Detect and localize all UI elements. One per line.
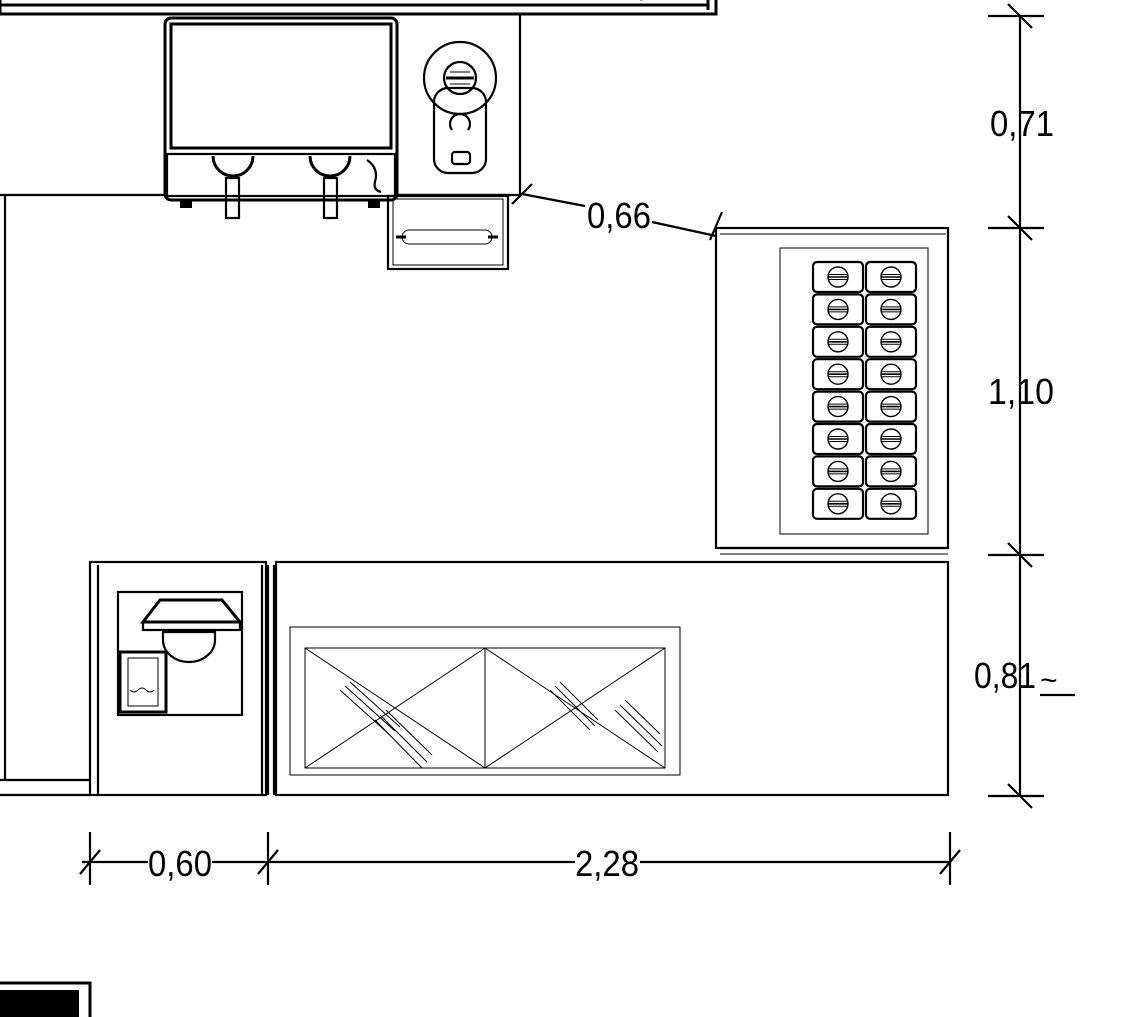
burner bbox=[864, 390, 918, 423]
dimension-label-right-bottom-suffix: ~ bbox=[1040, 664, 1058, 697]
top-wall-cabinet bbox=[0, 0, 718, 16]
dimension-label-diagonal: 0,66 bbox=[587, 195, 651, 236]
sink-cabinet bbox=[88, 560, 276, 797]
back-counter bbox=[0, 14, 522, 797]
burner bbox=[811, 293, 865, 326]
burner bbox=[864, 358, 918, 391]
coffee-machine bbox=[422, 40, 498, 175]
burner bbox=[811, 455, 865, 488]
griddle-cooktop bbox=[714, 226, 950, 550]
dimension-label-bottom-right: 2,28 bbox=[575, 843, 639, 884]
burner bbox=[811, 487, 865, 520]
dimension-label-right-middle: 1,10 bbox=[988, 371, 1054, 412]
burner bbox=[864, 293, 918, 326]
dimension-label-right-bottom: 0,81 bbox=[974, 655, 1036, 696]
dimension-lines bbox=[79, 3, 1075, 885]
dispenser-nozzle-right bbox=[308, 155, 352, 220]
burner bbox=[864, 487, 918, 520]
burner bbox=[864, 325, 918, 358]
burner bbox=[811, 325, 865, 358]
dimension-label-right-top: 0,71 bbox=[990, 103, 1054, 144]
burner bbox=[811, 422, 865, 456]
burner bbox=[864, 455, 918, 488]
burner-grid bbox=[811, 260, 918, 520]
burner bbox=[864, 422, 918, 456]
burner bbox=[811, 390, 865, 423]
beverage-dispenser bbox=[163, 16, 399, 220]
burner bbox=[811, 260, 865, 294]
drawer-unit bbox=[386, 194, 510, 271]
dispenser-nozzle-left bbox=[211, 155, 255, 220]
dimension-label-bottom-left: 0,60 bbox=[148, 843, 212, 884]
burner bbox=[864, 260, 918, 294]
front-counter bbox=[274, 546, 950, 797]
glass-hatching bbox=[339, 681, 663, 769]
burner bbox=[811, 358, 865, 391]
corner-block bbox=[0, 981, 92, 1017]
